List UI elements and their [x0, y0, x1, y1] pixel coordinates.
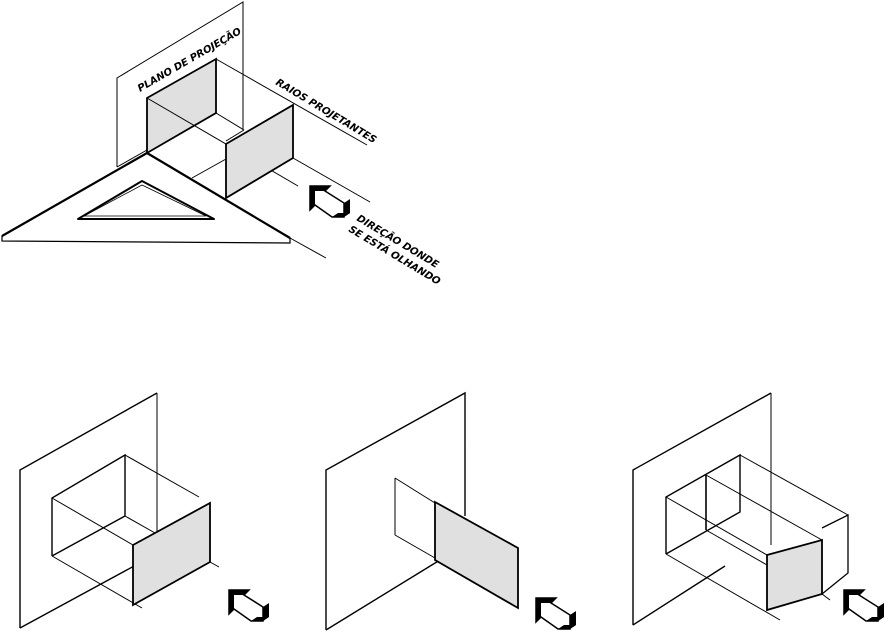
projecting-ray [292, 157, 371, 203]
example-figure-3 [632, 392, 885, 626]
main-figure: PLANO DE PROJEÇÃO RAIOS PROJETANTES DIRE… [1, 1, 444, 288]
projection-plane [116, 1, 244, 167]
example-figure-2 [325, 391, 577, 631]
example-figure-1 [19, 392, 270, 629]
view-direction-arrow-icon [535, 597, 577, 630]
projecting-ray [215, 58, 368, 146]
projecting-ray [146, 97, 299, 187]
view-direction-arrow-icon [228, 589, 270, 622]
view-direction-arrow-icon [309, 185, 351, 218]
view-direction-arrow-icon [843, 589, 885, 622]
object-face [225, 103, 294, 200]
